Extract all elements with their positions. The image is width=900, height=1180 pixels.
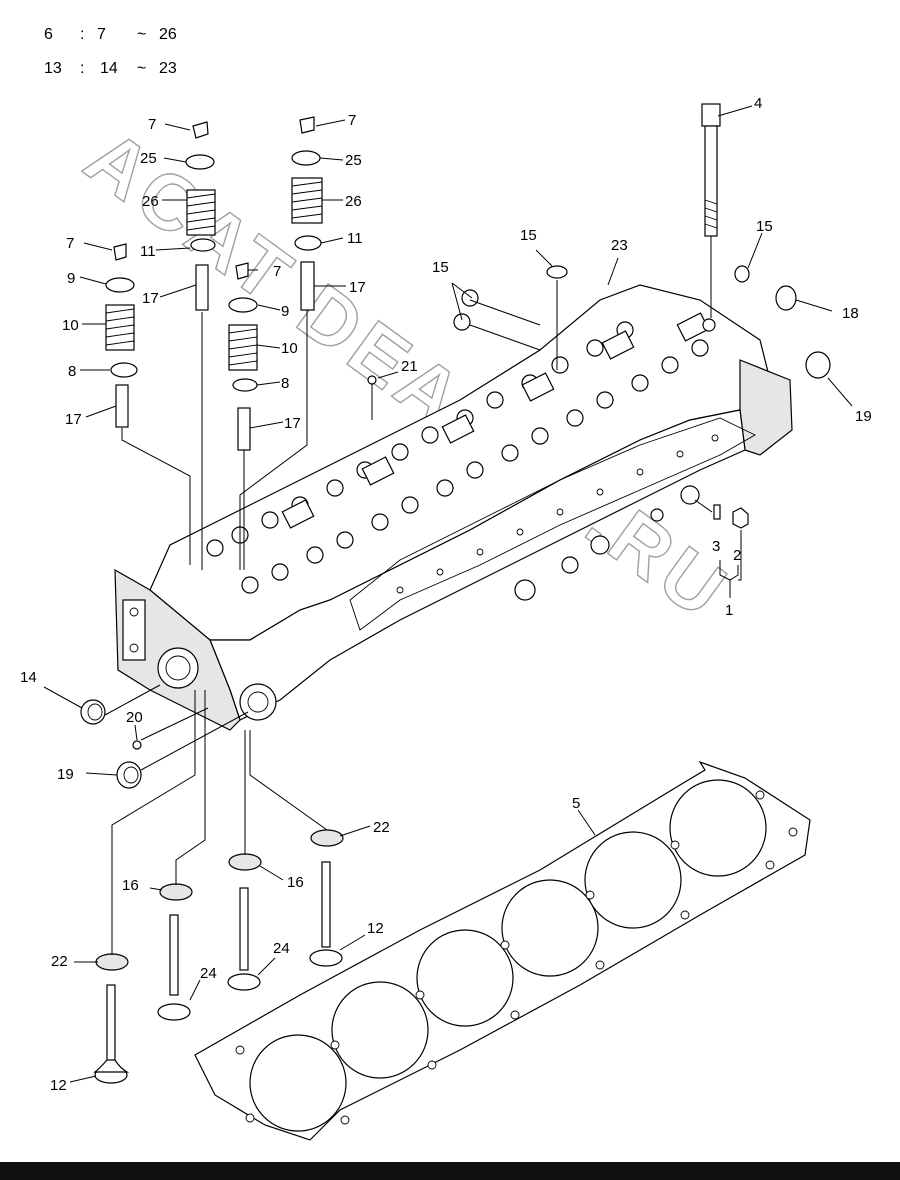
callout-7-a: 7 <box>148 116 156 133</box>
left-face-port <box>157 647 199 689</box>
plug-19-right <box>805 351 831 379</box>
callout-22-left: 22 <box>51 953 68 970</box>
callout-17-b: 17 <box>349 279 366 296</box>
callout-17-d: 17 <box>284 415 301 432</box>
legend: 6 : 7 ~ 26 13 : 14 ~ 23 <box>0 0 260 90</box>
front-face-port <box>239 683 277 721</box>
callout-10-d: 10 <box>281 340 298 357</box>
spring-stack-d <box>228 262 258 451</box>
legend-row1-sep: : <box>80 26 85 43</box>
callout-20: 20 <box>126 709 143 726</box>
callout-8-d: 8 <box>281 375 289 392</box>
callout-4: 4 <box>754 95 762 112</box>
callout-labels: 7 25 26 7 9 10 8 17 11 17 7 9 10 8 17 7 … <box>20 95 872 1094</box>
spring-stack-a <box>185 121 216 311</box>
callout-15-right: 15 <box>756 218 773 235</box>
callout-9-d: 9 <box>281 303 289 320</box>
spring-stack-b <box>291 116 323 311</box>
callout-11-b: 11 <box>347 230 363 247</box>
left-face-plate <box>122 599 146 661</box>
head-valve-bosses <box>206 321 709 594</box>
head-gasket-5 <box>194 760 811 1141</box>
legend-row1-b: 7 <box>97 26 106 43</box>
legend-row1-tilde: ~ <box>137 26 147 43</box>
callout-15-left: 15 <box>432 259 449 276</box>
callout-26-a: 26 <box>142 193 159 210</box>
callout-12-left: 12 <box>50 1077 67 1094</box>
callout-21: 21 <box>401 358 418 375</box>
callout-15-mid: 15 <box>520 227 537 244</box>
callout-23: 23 <box>611 237 628 254</box>
callout-leaders <box>43 105 853 1083</box>
valve-mid-24-right <box>227 887 261 991</box>
head-bolt-hole <box>702 318 716 332</box>
callout-25-b: 25 <box>345 152 362 169</box>
head-rail-holes <box>396 434 719 594</box>
callout-3: 3 <box>712 538 720 555</box>
dowel-21 <box>367 375 377 385</box>
plug-18 <box>775 285 797 311</box>
callout-14: 14 <box>20 669 37 686</box>
seat-inserts <box>95 829 344 971</box>
callout-19-right: 19 <box>855 408 872 425</box>
head-bolt-4 <box>701 103 721 237</box>
callout-16-left: 16 <box>122 877 139 894</box>
head-injector-pockets <box>281 312 710 529</box>
callout-24-left: 24 <box>200 965 217 982</box>
gasket-bores <box>249 779 767 1132</box>
spring-stack-c <box>105 243 138 428</box>
bottom-bar <box>0 1162 900 1180</box>
gasket-small-holes <box>235 790 798 1125</box>
callout-8-c: 8 <box>68 363 76 380</box>
legend-row1-c: 26 <box>159 26 177 43</box>
plug-20 <box>132 740 142 750</box>
cylinder-head-23 <box>114 284 793 731</box>
callout-7-d: 7 <box>273 263 281 280</box>
callout-26-b: 26 <box>345 193 362 210</box>
valve-right-12 <box>309 861 343 967</box>
legend-row2-c: 23 <box>159 60 177 77</box>
callout-7-c: 7 <box>66 235 74 252</box>
legend-row2-tilde: ~ <box>137 60 147 77</box>
callout-24-right: 24 <box>273 940 290 957</box>
head-front-face <box>209 409 746 721</box>
callout-17-a: 17 <box>142 290 159 307</box>
head-right-face <box>739 359 793 456</box>
callout-17-c: 17 <box>65 411 82 428</box>
head-intake-rail <box>349 417 756 631</box>
assembly-lines <box>104 236 713 955</box>
fitting-1 <box>713 504 749 529</box>
callout-11-a: 11 <box>140 243 156 260</box>
legend-row2-a: 13 <box>44 60 62 77</box>
callout-12-right: 12 <box>367 920 384 937</box>
callout-10-c: 10 <box>62 317 79 334</box>
legend-row1-a: 6 <box>44 26 53 43</box>
callout-19-left: 19 <box>57 766 74 783</box>
callout-1: 1 <box>725 602 733 619</box>
legend-row2-sep: : <box>80 60 85 77</box>
callout-16-right: 16 <box>287 874 304 891</box>
callout-2: 2 <box>733 547 741 564</box>
valve-left-12 <box>93 984 130 1084</box>
plug-14 <box>80 699 106 725</box>
callout-22-right: 22 <box>373 819 390 836</box>
callout-25-a: 25 <box>140 150 157 167</box>
callout-5: 5 <box>572 795 580 812</box>
callout-18: 18 <box>842 305 859 322</box>
plug-19-left <box>116 761 142 789</box>
plug-15 <box>453 265 750 331</box>
callout-7-b: 7 <box>348 112 356 129</box>
legend-row2-b: 14 <box>100 60 118 77</box>
callout-9-c: 9 <box>67 270 75 287</box>
valve-mid-24-left <box>157 914 191 1021</box>
